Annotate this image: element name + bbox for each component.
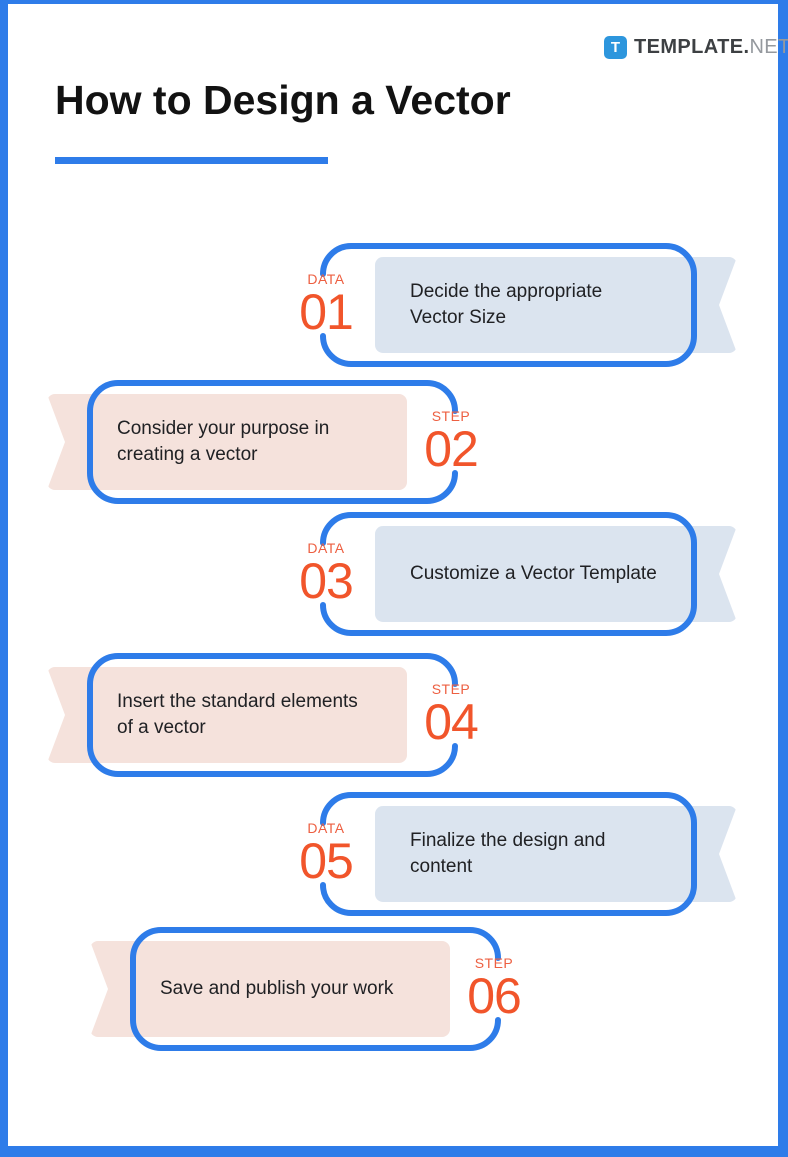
step-description: Insert the standard elements of a vector bbox=[117, 691, 358, 738]
step-number-block: STEP 06 bbox=[461, 930, 527, 1024]
step-label: DATA bbox=[307, 271, 345, 287]
step-number-block: STEP 04 bbox=[418, 656, 484, 750]
step-number-block: DATA 03 bbox=[293, 515, 359, 609]
step-description: Consider your purpose in creating a vect… bbox=[117, 418, 330, 465]
template-net-logo: T TEMPLATE.NET bbox=[604, 36, 788, 59]
template-net-logo-icon: T bbox=[604, 36, 627, 59]
step-number: 01 bbox=[299, 284, 354, 340]
step-card: Consider your purpose in creating a vect… bbox=[47, 394, 407, 490]
step-label: DATA bbox=[307, 820, 345, 836]
step-description: Decide the appropriate Vector Size bbox=[410, 281, 603, 328]
page-frame-right bbox=[778, 0, 788, 1157]
step-label: STEP bbox=[431, 681, 471, 697]
step-row-01: Decide the appropriate Vector Size DATA … bbox=[0, 243, 788, 367]
step-card: Customize a Vector Template bbox=[375, 526, 737, 622]
step-description: Customize a Vector Template bbox=[410, 563, 657, 584]
logo-letter: T bbox=[610, 39, 621, 56]
step-card: Finalize the design and content bbox=[375, 806, 737, 902]
step-row-02: Consider your purpose in creating a vect… bbox=[0, 380, 788, 504]
step-card: Save and publish your work bbox=[90, 941, 450, 1037]
title-underline bbox=[55, 157, 328, 164]
template-net-logo-text: TEMPLATE.NET bbox=[634, 36, 788, 59]
step-number: 04 bbox=[424, 694, 479, 750]
step-number-block: DATA 01 bbox=[293, 246, 359, 340]
logo-suffix: NET bbox=[749, 36, 788, 58]
step-label: STEP bbox=[431, 408, 471, 424]
step-description: Finalize the design and content bbox=[410, 830, 606, 877]
logo-dot: . bbox=[743, 36, 750, 58]
logo-brand: TEMPLATE bbox=[634, 36, 744, 58]
step-label: STEP bbox=[474, 955, 514, 971]
step-label: DATA bbox=[307, 540, 345, 556]
step-description: Save and publish your work bbox=[160, 978, 394, 999]
step-card: Insert the standard elements of a vector bbox=[47, 667, 407, 763]
step-row-06: Save and publish your work STEP 06 bbox=[0, 927, 788, 1051]
step-number-block: DATA 05 bbox=[293, 795, 359, 889]
page-title: How to Design a Vector bbox=[55, 77, 511, 123]
step-number: 03 bbox=[299, 553, 354, 609]
step-card: Decide the appropriate Vector Size bbox=[375, 257, 737, 353]
step-number: 06 bbox=[467, 968, 522, 1024]
page-frame-left bbox=[0, 0, 8, 1157]
page-frame-bottom bbox=[0, 1146, 788, 1157]
step-number: 02 bbox=[424, 421, 479, 477]
step-row-05: Finalize the design and content DATA 05 bbox=[0, 792, 788, 916]
page-frame-top bbox=[0, 0, 788, 4]
step-row-03: Customize a Vector Template DATA 03 bbox=[0, 512, 788, 636]
step-number-block: STEP 02 bbox=[418, 383, 484, 477]
step-number: 05 bbox=[299, 833, 354, 889]
step-row-04: Insert the standard elements of a vector… bbox=[0, 653, 788, 777]
